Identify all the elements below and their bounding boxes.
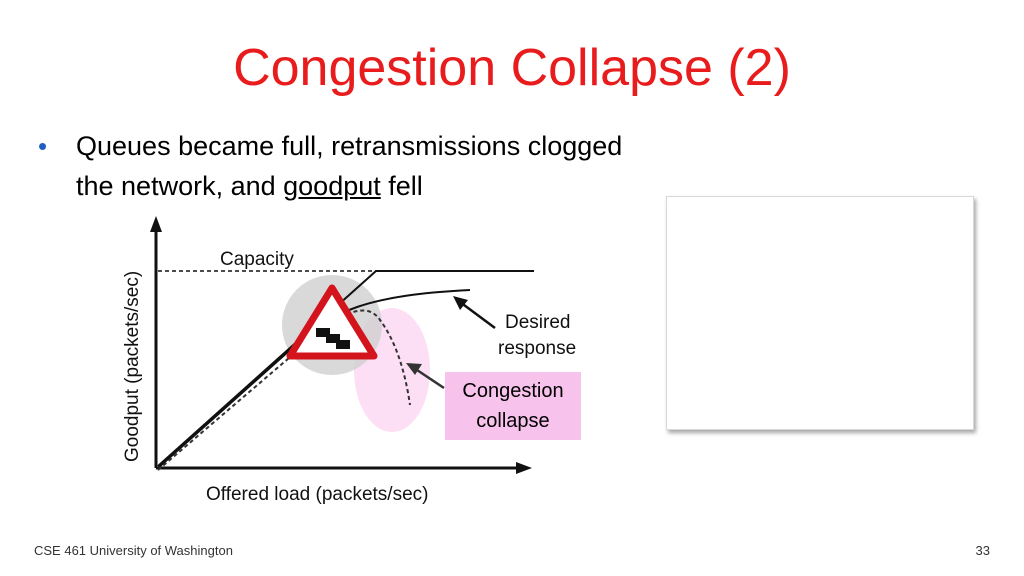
bullet-goodput-word: goodput [283, 171, 381, 201]
ideal-response-curve [157, 270, 534, 467]
slide-title: Congestion Collapse (2) [233, 39, 791, 97]
empty-placeholder-box [666, 196, 974, 430]
footer-course: CSE 461 University of Washington [34, 543, 233, 558]
collapse-arrowhead [406, 363, 422, 375]
x-axis-label: Offered load (packets/sec) [206, 484, 428, 505]
bullet-text-end: fell [380, 171, 423, 201]
desired-arrow [459, 300, 496, 330]
x-axis-arrow [516, 462, 532, 474]
goodput-diagram: Capacity Desired response Goodput (packe… [122, 216, 576, 505]
capacity-label: Capacity [220, 249, 294, 270]
desired-label-line2: response [498, 338, 576, 359]
bullet-text: Queues became full, retransmissions clog… [76, 126, 636, 206]
collapse-label-line1: Congestion [462, 380, 564, 402]
bullet-dot: • [38, 131, 48, 161]
bullet-text-start: Queues became full, retransmissions clog… [76, 131, 623, 201]
collapse-label-line2: collapse [476, 410, 550, 432]
collapse-callout: Congestion collapse [445, 372, 581, 440]
desired-arrowhead [453, 296, 468, 310]
desired-label-line1: Desired [505, 312, 570, 333]
collapse-arrow [413, 366, 445, 390]
traffic-warning-icon [286, 284, 378, 360]
y-axis-label: Goodput (packets/sec) [122, 271, 143, 462]
collapse-curve [157, 309, 411, 471]
y-axis-arrow [150, 216, 162, 232]
footer-page-number: 33 [975, 543, 990, 558]
